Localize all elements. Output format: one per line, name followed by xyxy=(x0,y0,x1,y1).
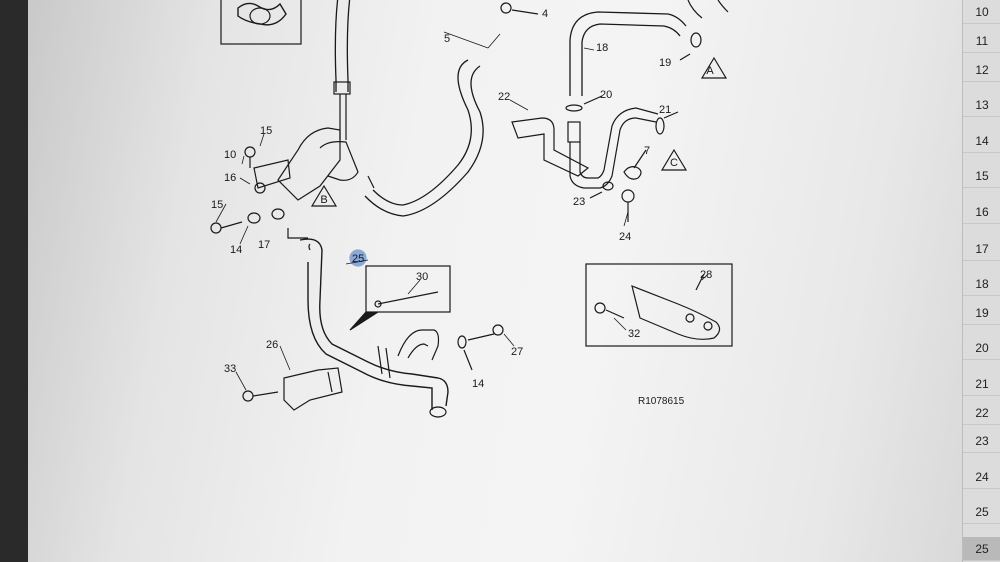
part-labels: 4 5 18 19 20 21 22 7 23 24 15 10 16 15 1… xyxy=(211,8,714,407)
diagram-viewer: 4 5 18 19 20 21 22 7 23 24 15 10 16 15 1… xyxy=(28,0,968,562)
hose-5 xyxy=(364,59,484,217)
page-number-item[interactable]: 16 xyxy=(963,200,1000,224)
label-20: 20 xyxy=(600,89,612,101)
label-33: 33 xyxy=(224,363,236,375)
washer-23 xyxy=(589,181,614,199)
upper-left-hose xyxy=(333,0,351,140)
o-ring-20 xyxy=(565,95,603,112)
label-28: 28 xyxy=(700,269,712,281)
o-ring-19 xyxy=(679,32,702,61)
label-32: 32 xyxy=(628,328,640,340)
page-number-item[interactable]: 21 xyxy=(963,372,1000,396)
page-index-sidebar: 10 11 12 13 14 15 16 17 18 19 20 21 22 23 24 25 25 xyxy=(962,0,1000,562)
parts-diagram: 4 5 18 19 20 21 22 7 23 24 15 10 16 15 1… xyxy=(210,0,733,418)
bolt-24 xyxy=(621,189,635,222)
label-15-top: 15 xyxy=(260,125,272,137)
label-24: 24 xyxy=(619,231,631,243)
label-14-right: 14 xyxy=(472,378,484,390)
page-number-item[interactable]: 10 xyxy=(963,0,1000,24)
label-14-left: 14 xyxy=(230,244,242,256)
label-17: 17 xyxy=(258,239,270,251)
label-26: 26 xyxy=(266,339,278,351)
page-number-item[interactable]: 25 xyxy=(963,537,1000,561)
coolant-pipe-25 xyxy=(299,238,449,418)
page-number-item[interactable]: 12 xyxy=(963,58,1000,82)
connector-assembly xyxy=(210,127,375,234)
label-25: 25 xyxy=(352,253,364,265)
drawing-code: R1078615 xyxy=(638,396,685,407)
page-number-item[interactable]: 22 xyxy=(963,401,1000,425)
inset-box-top-left xyxy=(220,0,302,45)
page-number-item[interactable]: 25 xyxy=(963,500,1000,524)
bracket-22 xyxy=(511,117,590,177)
washer-14 xyxy=(457,335,473,371)
label-5: 5 xyxy=(444,33,450,45)
marker-b xyxy=(310,184,338,207)
label-23: 23 xyxy=(573,196,585,208)
marker-a xyxy=(700,56,728,79)
label-30: 30 xyxy=(416,271,428,283)
page-number-item[interactable]: 11 xyxy=(963,29,1000,53)
label-22: 22 xyxy=(498,91,510,103)
page-number-item[interactable]: 15 xyxy=(963,164,1000,188)
label-15-bottom: 15 xyxy=(211,199,223,211)
page-number-item[interactable]: 17 xyxy=(963,237,1000,261)
marker-c xyxy=(660,148,688,171)
page-number-item[interactable]: 20 xyxy=(963,336,1000,360)
page-number-item[interactable]: 18 xyxy=(963,272,1000,296)
label-10: 10 xyxy=(224,149,236,161)
leader-17 xyxy=(287,228,308,239)
page-number-item[interactable]: 19 xyxy=(963,301,1000,325)
bolt-27 xyxy=(467,324,504,341)
page-number-item[interactable]: 14 xyxy=(963,129,1000,153)
label-7: 7 xyxy=(644,145,650,157)
label-4: 4 xyxy=(542,8,548,20)
pipe-assembly-21 xyxy=(567,107,679,189)
label-18: 18 xyxy=(596,42,608,54)
label-19: 19 xyxy=(659,57,671,69)
inset-box-bracket-28 xyxy=(585,263,733,347)
bracket-26 xyxy=(283,367,343,411)
bolt-33 xyxy=(242,390,279,402)
marker-c-letter: C xyxy=(670,157,678,169)
label-21: 21 xyxy=(659,104,671,116)
bolt-4 xyxy=(500,2,539,15)
marker-a-letter: A xyxy=(706,65,714,77)
label-27: 27 xyxy=(511,346,523,358)
inset-box-cable-tie xyxy=(349,265,451,331)
marker-b-letter: B xyxy=(320,194,327,206)
leader-lines xyxy=(215,31,709,391)
clip-7 xyxy=(623,149,647,180)
highlight-25 xyxy=(349,249,367,267)
hose-18 xyxy=(569,0,729,96)
page-number-item[interactable]: 13 xyxy=(963,93,1000,117)
page-number-item[interactable]: 24 xyxy=(963,465,1000,489)
label-16: 16 xyxy=(224,172,236,184)
page-number-item[interactable]: 23 xyxy=(963,429,1000,453)
